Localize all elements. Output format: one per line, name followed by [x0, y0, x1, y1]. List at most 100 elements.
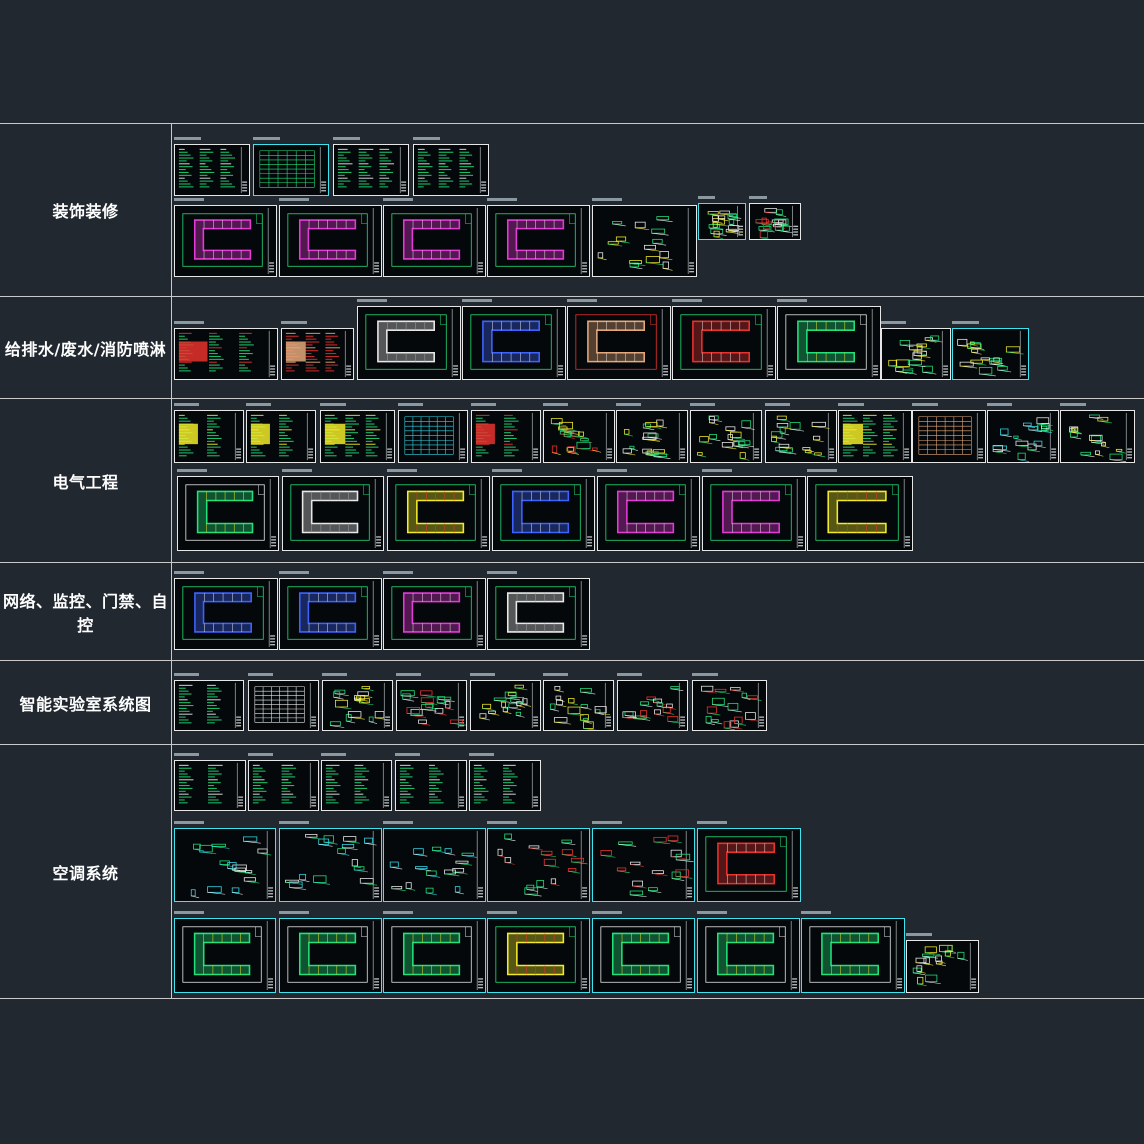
drawing-sheet-thumbnail[interactable] — [174, 828, 276, 902]
drawing-sheet-thumbnail[interactable] — [357, 306, 461, 380]
drawing-sheet-thumbnail[interactable] — [469, 760, 541, 811]
sheet-drawing-graphic — [809, 920, 903, 991]
drawing-sheet-thumbnail[interactable] — [174, 410, 244, 463]
drawing-sheet-thumbnail[interactable] — [281, 328, 354, 380]
drawing-sheet-thumbnail[interactable] — [177, 476, 279, 551]
sheet-drawing-graphic — [404, 412, 466, 461]
drawing-sheet-thumbnail[interactable] — [765, 410, 837, 463]
drawing-sheet-thumbnail[interactable] — [383, 578, 486, 650]
drawing-sheet-thumbnail[interactable] — [320, 410, 395, 463]
drawing-sheet-thumbnail[interactable] — [279, 205, 382, 277]
drawing-sheet-thumbnail[interactable] — [174, 760, 246, 811]
sheet-drawing-graphic — [597, 207, 695, 275]
drawing-sheet-thumbnail[interactable] — [567, 306, 671, 380]
drawing-sheet-thumbnail[interactable] — [749, 203, 801, 240]
drawing-sheet-thumbnail[interactable] — [592, 205, 697, 277]
sheet-title-tag — [592, 198, 622, 201]
drawing-sheet-thumbnail[interactable] — [698, 203, 746, 240]
sheet-drawing-graphic — [707, 205, 744, 239]
drawing-sheet-thumbnail[interactable] — [987, 410, 1059, 463]
drawing-sheet-thumbnail[interactable] — [471, 410, 541, 463]
drawing-sheet-thumbnail[interactable] — [697, 918, 800, 993]
sheet-drawing-graphic — [550, 412, 613, 461]
drawing-sheet-thumbnail[interactable] — [801, 918, 905, 993]
divider-smartlab-hvac — [0, 744, 1144, 745]
drawing-sheet-thumbnail[interactable] — [248, 680, 319, 731]
drawing-sheet-thumbnail[interactable] — [487, 918, 590, 993]
drawing-sheet-thumbnail[interactable] — [333, 144, 409, 196]
drawing-sheet-thumbnail[interactable] — [246, 410, 316, 463]
sheet-title-tag — [387, 469, 417, 472]
drawing-sheet-thumbnail[interactable] — [952, 328, 1029, 380]
drawing-sheet-thumbnail[interactable] — [398, 410, 468, 463]
sheet-title-tag — [838, 403, 864, 406]
drawing-sheet-thumbnail[interactable] — [174, 918, 276, 993]
sheet-drawing-graphic — [178, 762, 244, 809]
sheet-drawing-graphic — [285, 830, 380, 900]
drawing-sheet-thumbnail[interactable] — [383, 828, 486, 902]
drawing-sheet-thumbnail[interactable] — [253, 144, 329, 196]
drawing-sheet-thumbnail[interactable] — [702, 476, 806, 551]
drawing-sheet-thumbnail[interactable] — [543, 680, 614, 731]
drawing-sheet-thumbnail[interactable] — [487, 578, 590, 650]
drawing-sheet-thumbnail[interactable] — [174, 578, 278, 650]
drawing-sheet-thumbnail[interactable] — [777, 306, 881, 380]
sheet-drawing-graphic — [475, 412, 539, 461]
drawing-sheet-thumbnail[interactable] — [543, 410, 615, 463]
drawing-sheet-thumbnail[interactable] — [690, 410, 762, 463]
sheet-title-tag — [174, 321, 204, 324]
drawing-sheet-thumbnail[interactable] — [470, 680, 541, 731]
drawing-sheet-thumbnail[interactable] — [838, 410, 912, 463]
sheet-title-tag — [174, 198, 204, 201]
drawing-sheet-thumbnail[interactable] — [174, 144, 250, 196]
drawing-sheet-thumbnail[interactable] — [248, 760, 319, 811]
sheet-title-tag — [174, 753, 200, 756]
drawing-sheet-thumbnail[interactable] — [462, 306, 566, 380]
drawing-sheet-thumbnail[interactable] — [413, 144, 489, 196]
drawing-sheet-thumbnail[interactable] — [912, 410, 986, 463]
drawing-sheet-thumbnail[interactable] — [672, 306, 776, 380]
drawing-sheet-thumbnail[interactable] — [279, 828, 382, 902]
drawing-sheet-thumbnail[interactable] — [322, 680, 393, 731]
sheet-drawing-graphic — [190, 830, 274, 900]
sheet-title-tag — [906, 933, 932, 936]
sheet-title-tag — [174, 911, 204, 914]
drawing-sheet-thumbnail[interactable] — [881, 328, 951, 380]
drawing-sheet-thumbnail[interactable] — [617, 680, 688, 731]
drawing-sheet-thumbnail[interactable] — [487, 828, 590, 902]
sheet-title-tag — [398, 403, 423, 406]
sheet-drawing-graphic — [710, 478, 804, 549]
sheet-title-tag — [469, 753, 495, 756]
drawing-sheet-thumbnail[interactable] — [282, 476, 384, 551]
sheet-title-tag — [462, 299, 492, 302]
drawing-sheet-thumbnail[interactable] — [396, 680, 467, 731]
sheet-title-tag — [174, 673, 199, 676]
drawing-sheet-thumbnail[interactable] — [395, 760, 467, 811]
drawing-sheet-thumbnail[interactable] — [597, 476, 700, 551]
drawing-sheet-thumbnail[interactable] — [279, 918, 382, 993]
drawing-sheet-thumbnail[interactable] — [174, 680, 244, 731]
sheet-title-tag — [487, 571, 517, 574]
drawing-sheet-thumbnail[interactable] — [1060, 410, 1135, 463]
drawing-sheet-thumbnail[interactable] — [321, 760, 392, 811]
sheet-drawing-graphic — [479, 682, 539, 729]
drawing-sheet-thumbnail[interactable] — [906, 940, 979, 993]
drawing-sheet-thumbnail[interactable] — [697, 828, 801, 902]
drawing-sheet-thumbnail[interactable] — [592, 918, 695, 993]
drawing-sheet-thumbnail[interactable] — [492, 476, 595, 551]
sheet-drawing-graphic — [178, 330, 276, 378]
drawing-sheet-thumbnail[interactable] — [807, 476, 913, 551]
drawing-sheet-thumbnail[interactable] — [174, 205, 277, 277]
drawing-sheet-thumbnail[interactable] — [383, 205, 486, 277]
sheet-title-tag — [248, 753, 273, 756]
drawing-sheet-thumbnail[interactable] — [592, 828, 695, 902]
sheet-title-tag — [396, 673, 421, 676]
drawing-sheet-thumbnail[interactable] — [383, 918, 486, 993]
drawing-sheet-thumbnail[interactable] — [487, 205, 590, 277]
drawing-sheet-thumbnail[interactable] — [279, 578, 382, 650]
drawing-sheet-thumbnail[interactable] — [387, 476, 490, 551]
drawing-sheet-thumbnail[interactable] — [692, 680, 767, 731]
drawing-sheet-thumbnail[interactable] — [616, 410, 688, 463]
drawing-sheet-thumbnail[interactable] — [174, 328, 278, 380]
